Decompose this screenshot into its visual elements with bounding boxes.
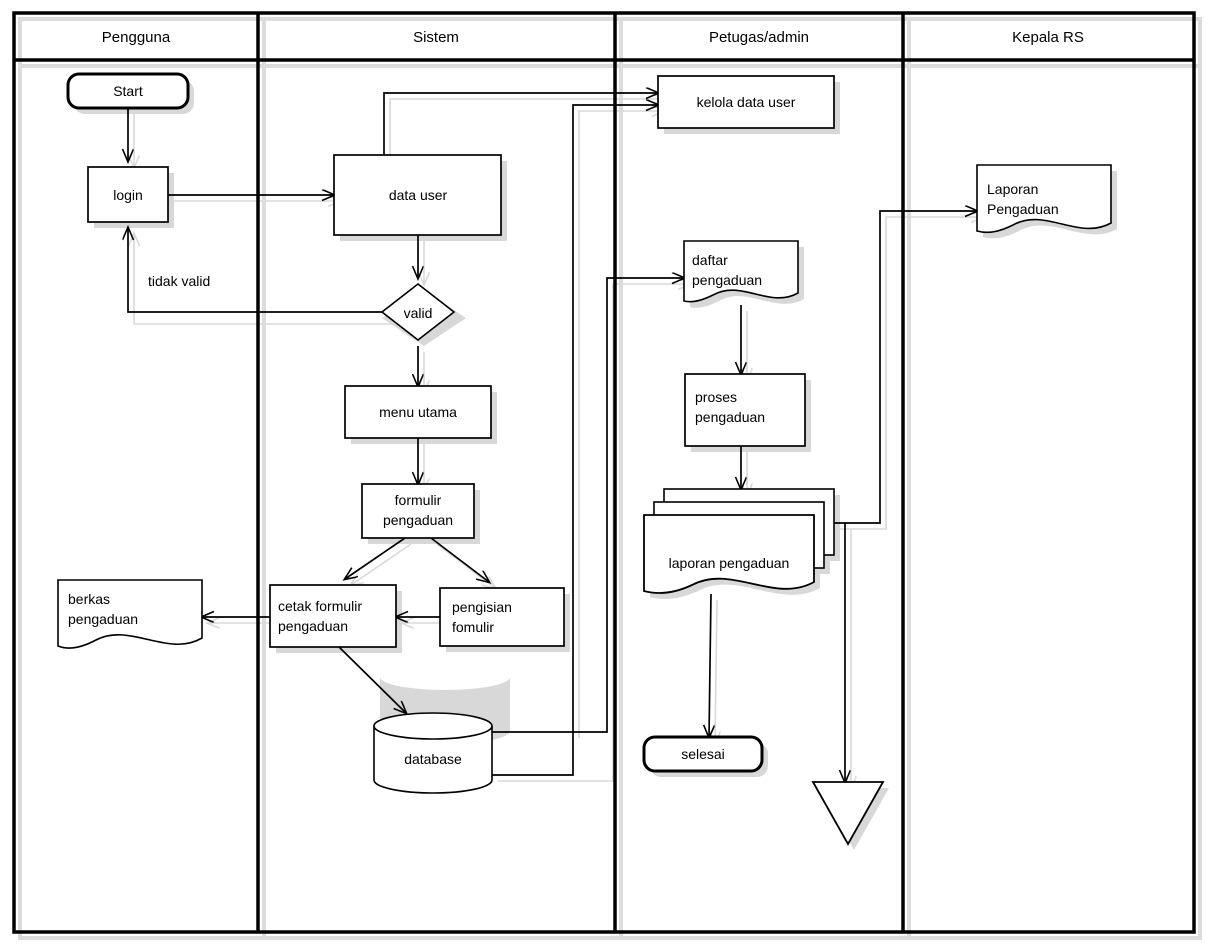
node-proses-label-line1: proses <box>695 389 737 405</box>
node-valid-label: valid <box>404 305 433 321</box>
node-proses-pengaduan[interactable]: proses pengaduan <box>684 373 806 447</box>
node-cetak-label-line2: pengaduan <box>278 618 348 634</box>
node-menu-utama[interactable]: menu utama <box>344 385 492 439</box>
node-valid-decision[interactable]: valid <box>380 282 456 342</box>
shadow-layer <box>18 17 1202 940</box>
node-database-label: database <box>404 751 462 767</box>
node-formulir-label-line2: pengaduan <box>383 512 453 528</box>
node-pengisian-label-line2: fomulir <box>452 619 494 635</box>
node-daftar-pengaduan[interactable]: daftar pengaduan <box>683 240 799 303</box>
lane-title-kepala-rs: Kepala RS <box>1012 29 1084 46</box>
edge-laporan-to-selesai <box>709 593 711 737</box>
node-start-label: Start <box>113 83 143 99</box>
node-data-user-label: data user <box>389 187 448 203</box>
edge-data-user-to-kelola-data-user <box>383 93 658 155</box>
node-pengisian-formulir[interactable]: pengisian fomulir <box>439 587 565 647</box>
node-formulir-label-line1: formulir <box>395 492 442 508</box>
node-menu-utama-label: menu utama <box>379 404 457 420</box>
node-cetak-formulir-pengaduan[interactable]: cetak formulir pengaduan <box>269 584 397 648</box>
node-selesai[interactable]: selesai <box>642 735 764 773</box>
lane-title-petugas: Petugas/admin <box>709 29 809 46</box>
node-cetak-label-line1: cetak formulir <box>278 598 362 614</box>
node-pengisian-label-line1: pengisian <box>452 599 512 615</box>
lane-title-pengguna: Pengguna <box>102 29 171 46</box>
edge-label-tidak-valid: tidak valid <box>148 273 210 289</box>
node-laporan-kepala-label-line1: Laporan <box>987 181 1038 197</box>
edge-formulir-to-cetak <box>345 537 406 579</box>
swimlane-frame <box>12 11 1196 934</box>
edge-formulir-to-pengisian <box>430 537 489 582</box>
node-laporan-pengaduan[interactable]: laporan pengaduan <box>643 488 835 594</box>
node-laporan-kepala-label-line2: Pengaduan <box>987 201 1059 217</box>
lane-title-sistem: Sistem <box>413 29 459 46</box>
edge-database-to-kelola-data-user <box>492 105 658 776</box>
node-login-label: login <box>113 187 143 203</box>
node-start[interactable]: Start <box>66 72 190 110</box>
node-proses-label-line2: pengaduan <box>695 409 765 425</box>
lane-headers: Pengguna Sistem Petugas/admin Kepala RS <box>102 29 1084 46</box>
node-kelola-data-user-label: kelola data user <box>697 94 796 110</box>
edge-layer <box>128 93 977 782</box>
node-laporan-kepala-rs[interactable]: Laporan Pengaduan <box>976 164 1112 234</box>
edge-database-to-daftar-pengaduan <box>492 278 684 733</box>
node-kelola-data-user[interactable]: kelola data user <box>657 75 835 129</box>
node-login[interactable]: login <box>87 166 169 223</box>
node-selesai-label: selesai <box>681 746 725 762</box>
node-database[interactable]: database <box>373 712 493 794</box>
node-berkas-label-line2: pengaduan <box>68 611 138 627</box>
edge-cetak-to-database <box>338 646 406 713</box>
node-layer: Start login tidak valid berkas pengaduan… <box>57 72 1112 846</box>
node-daftar-label-line1: daftar <box>692 252 728 268</box>
node-berkas-pengaduan[interactable]: berkas pengaduan <box>57 579 203 649</box>
edge-laporan-to-laporan-kepala <box>820 211 977 524</box>
node-formulir-pengaduan[interactable]: formulir pengaduan <box>361 483 475 539</box>
edge-valid-to-login-tidak-valid <box>128 228 382 313</box>
node-laporan-pengaduan-label: laporan pengaduan <box>669 555 790 571</box>
node-daftar-label-line2: pengaduan <box>692 272 762 288</box>
node-merge-triangle[interactable] <box>811 781 885 846</box>
node-data-user[interactable]: data user <box>333 154 502 236</box>
node-berkas-label-line1: berkas <box>68 591 110 607</box>
